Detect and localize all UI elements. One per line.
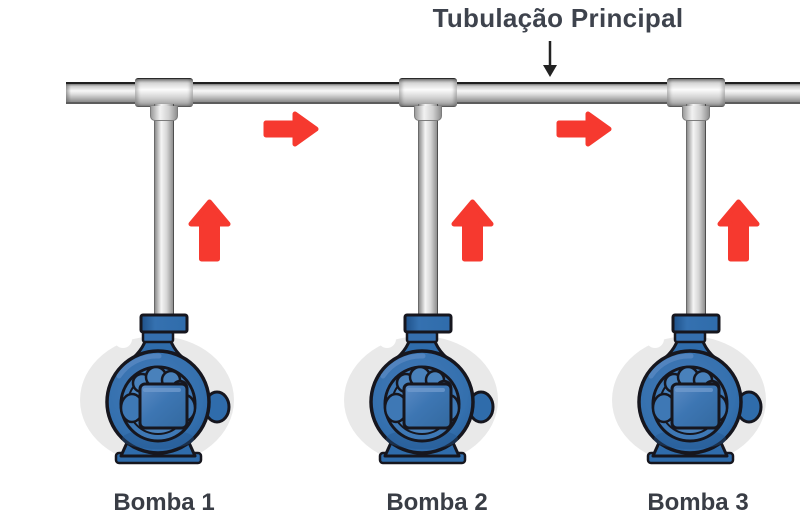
tee-socket-2 — [414, 106, 442, 121]
riser-pipe-3 — [686, 104, 706, 320]
right-arrow-icon — [263, 111, 319, 147]
tee-junction-3 — [667, 78, 725, 107]
pump-illustration-3 — [611, 310, 781, 468]
tee-socket-1 — [150, 106, 178, 121]
diagram-title: Tubulação Principal — [432, 3, 684, 33]
tee-junction-1 — [135, 78, 193, 107]
up-arrow-icon — [188, 199, 231, 262]
down-arrow-icon — [543, 41, 557, 77]
pump-label-2: Bomba 2 — [386, 489, 488, 516]
pump-label-1: Bomba 1 — [113, 489, 215, 516]
riser-pipe-1 — [154, 104, 174, 320]
pump-illustration-2 — [343, 310, 513, 468]
tee-socket-3 — [682, 106, 710, 121]
riser-pipe-2 — [418, 104, 438, 320]
tee-junction-2 — [399, 78, 457, 107]
pump-illustration-1 — [79, 310, 249, 468]
up-arrow-icon — [717, 199, 760, 262]
right-arrow-icon — [556, 111, 612, 147]
pump-label-3: Bomba 3 — [647, 489, 749, 516]
up-arrow-icon — [451, 199, 494, 262]
